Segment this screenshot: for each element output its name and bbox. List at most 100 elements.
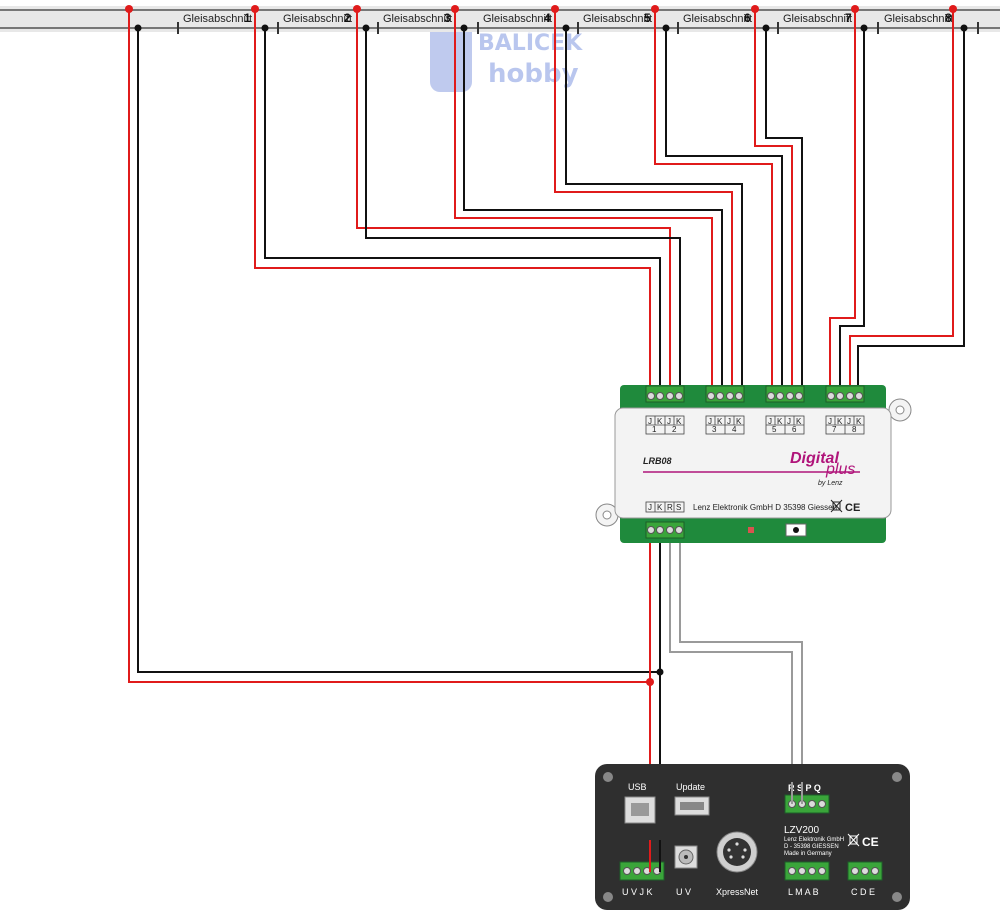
- track-section-7: Gleisabschnitt 7: [783, 11, 852, 25]
- junction-dots: [125, 5, 968, 686]
- wire-sec7-black: [839, 28, 865, 390]
- svg-text:7: 7: [845, 11, 852, 25]
- weee-icon: [830, 499, 843, 513]
- brand-digital: Digital: [790, 450, 839, 467]
- svg-text:6: 6: [792, 425, 797, 434]
- svg-text:K: K: [837, 417, 843, 426]
- svg-text:Lenz Elektronik GmbH: Lenz Elektronik GmbH: [784, 837, 844, 843]
- svg-text:8: 8: [945, 11, 952, 25]
- track-section-4: Gleisabschnitt 4: [483, 11, 552, 25]
- svg-text:Gleisabschnitt: Gleisabschnitt: [783, 13, 852, 25]
- svg-text:8: 8: [852, 425, 857, 434]
- svg-text:K: K: [856, 417, 862, 426]
- svg-text:J: J: [648, 503, 652, 512]
- wire-sec7-red: [829, 8, 856, 390]
- svg-text:K: K: [777, 417, 783, 426]
- lrb08-bottom-labels: J K R S: [645, 501, 685, 513]
- svg-text:J: J: [828, 417, 832, 426]
- lrb08-bottom-terminals: [645, 521, 685, 539]
- svg-text:K: K: [676, 417, 682, 426]
- lzv-usb-label: USB: [628, 782, 647, 792]
- svg-text:5: 5: [644, 11, 651, 25]
- svg-text:J: J: [768, 417, 772, 426]
- rspq-terminal: [784, 794, 830, 814]
- wire-sec4-red: [554, 8, 733, 390]
- wire-main-black: [137, 28, 661, 880]
- svg-text:J: J: [708, 417, 712, 426]
- track-sections: Gleisabschnitt 1 Gleisabschnitt 2 Gleisa…: [183, 11, 953, 25]
- svg-text:J: J: [787, 417, 791, 426]
- lrb08-top-label-text: J K J K 1 2 J K J K 3 4 J K J K 5 6 J K …: [648, 417, 862, 434]
- svg-text:1: 1: [652, 425, 657, 434]
- wire-sec8-black: [857, 28, 965, 390]
- svg-text:1: 1: [244, 11, 251, 25]
- wire-main-red: [128, 8, 651, 880]
- lrb08-top-terminals: [645, 385, 865, 403]
- lzv-cde-label: C D E: [851, 887, 875, 897]
- svg-text:Gleisabschnitt: Gleisabschnitt: [583, 13, 652, 25]
- wire-rs-s: [679, 532, 803, 782]
- lzv-rspq-label: R S P Q: [788, 783, 821, 793]
- wire-rs-r: [669, 532, 793, 782]
- wire-sec4-black: [565, 28, 743, 390]
- svg-text:5: 5: [772, 425, 777, 434]
- svg-text:2: 2: [344, 11, 351, 25]
- lzv-weee-icon: [847, 833, 860, 847]
- svg-text:Gleisabschnitt: Gleisabschnitt: [884, 13, 953, 25]
- wire-sec1-red: [254, 8, 651, 390]
- svg-text:3: 3: [444, 11, 451, 25]
- track-section-5: Gleisabschnitt 5: [583, 11, 652, 25]
- svg-text:R: R: [667, 503, 673, 512]
- lrb08-model: LRB08: [643, 456, 672, 466]
- svg-text:J: J: [648, 417, 652, 426]
- svg-text:Gleisabschnitt: Gleisabschnitt: [383, 13, 452, 25]
- brand-plus: plus: [825, 461, 855, 478]
- wire-sec2-black: [365, 28, 681, 390]
- watermark-line2: hobby: [488, 59, 579, 89]
- svg-text:Gleisabschnitt: Gleisabschnitt: [483, 13, 552, 25]
- brand-by-lenz: by Lenz: [818, 480, 843, 487]
- lzv-lmab-label: L M A B: [788, 887, 819, 897]
- track-section-6: Gleisabschnitt 6: [683, 11, 752, 25]
- lzv-xpressnet-label: XpressNet: [716, 887, 759, 897]
- lzv-ce-mark: CE: [862, 835, 879, 849]
- lzv-model: LZV200: [784, 825, 819, 836]
- svg-text:2: 2: [672, 425, 677, 434]
- svg-text:6: 6: [744, 11, 751, 25]
- lrb08-manufacturer: Lenz Elektronik GmbH D 35398 Giessen: [693, 503, 837, 512]
- svg-text:4: 4: [544, 11, 551, 25]
- svg-text:K: K: [736, 417, 742, 426]
- track-section-2: Gleisabschnitt 2: [283, 11, 352, 25]
- lmab-terminal: [784, 861, 830, 881]
- track-section-3: Gleisabschnitt 3: [383, 11, 452, 25]
- svg-text:S: S: [676, 503, 681, 512]
- watermark: BALÍČEK hobby: [430, 22, 583, 92]
- uvjk-terminal: [619, 861, 665, 881]
- lrb08-top-labels: [645, 415, 865, 435]
- track-section-8: Gleisabschnitt 8: [884, 11, 953, 25]
- lzv-update-label: Update: [676, 782, 705, 792]
- svg-text:J: J: [727, 417, 731, 426]
- track-rails: [0, 6, 1000, 32]
- wire-sec6-black: [765, 28, 803, 390]
- svg-text:4: 4: [732, 425, 737, 434]
- lzv-uvjk-label: U V J K: [622, 887, 653, 897]
- wire-sec5-red: [654, 8, 773, 390]
- lrb08-ce-mark: CE: [845, 502, 860, 514]
- svg-text:K: K: [717, 417, 723, 426]
- rail-gaps: [177, 22, 979, 34]
- lrb08-module: J K J K 1 2 J K J K 3 4 J K J K 5 6 J K …: [595, 385, 912, 543]
- lzv-uv-label: U V: [676, 887, 691, 897]
- svg-text:Gleisabschnitt: Gleisabschnitt: [683, 13, 752, 25]
- svg-text:J: J: [667, 417, 671, 426]
- svg-text:K: K: [657, 417, 663, 426]
- svg-text:Gleisabschnitt: Gleisabschnitt: [283, 13, 352, 25]
- svg-text:Made in Germany: Made in Germany: [784, 851, 832, 857]
- wire-sec5-black: [665, 28, 783, 390]
- svg-text:K: K: [657, 503, 663, 512]
- svg-text:Gleisabschnitt: Gleisabschnitt: [183, 13, 252, 25]
- lzv200-device: USB Update R S P Q LZV200 Lenz Elektroni…: [595, 764, 910, 910]
- wire-sec2-red: [356, 8, 671, 390]
- svg-text:D - 35398 GIESSEN: D - 35398 GIESSEN: [784, 844, 839, 850]
